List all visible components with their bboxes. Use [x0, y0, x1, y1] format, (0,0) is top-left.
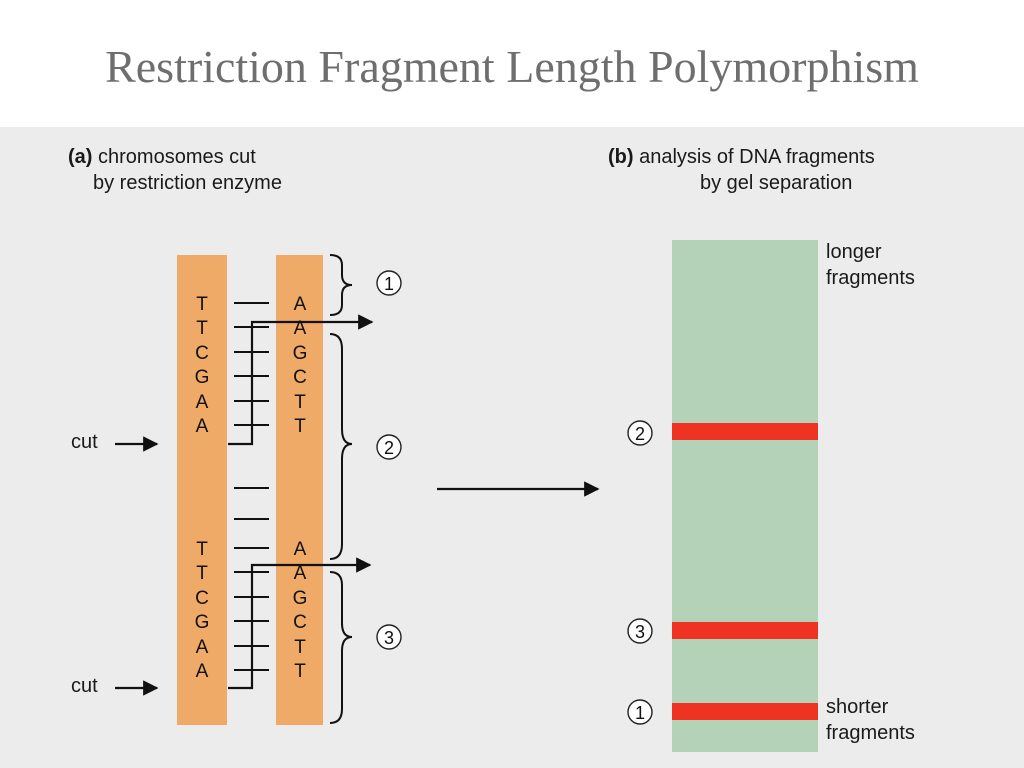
svg-text:3: 3 — [635, 622, 645, 642]
gel-band-1 — [672, 703, 818, 720]
fragment-brace-2 — [329, 333, 353, 560]
left-strand — [177, 255, 227, 725]
cut-path-1 — [228, 314, 374, 446]
left-base: T — [196, 294, 208, 315]
right-base: T — [294, 661, 306, 682]
cut-path-2 — [228, 557, 372, 690]
left-base: G — [195, 612, 210, 633]
fragment-label-3: 3 — [376, 624, 402, 650]
cut-label-2: cut — [71, 675, 98, 697]
right-base: G — [293, 588, 308, 609]
left-base: T — [196, 563, 208, 584]
right-base: A — [294, 563, 307, 584]
svg-text:1: 1 — [384, 274, 394, 294]
left-base: C — [195, 343, 209, 364]
gel-band-2 — [672, 423, 818, 440]
cut-label-1: cut — [71, 431, 98, 453]
svg-text:3: 3 — [384, 628, 394, 648]
right-base: T — [294, 416, 306, 437]
band-label-1: 1 — [627, 699, 653, 725]
longer-fragments-label: longer fragments — [826, 241, 915, 289]
fragment-label-1: 1 — [376, 270, 402, 296]
left-base: C — [195, 588, 209, 609]
panel-b-marker: (b) — [608, 146, 634, 168]
band-label-3: 3 — [627, 618, 653, 644]
panel-a-caption-line2: by restriction enzyme — [93, 172, 282, 194]
left-base: A — [196, 416, 209, 437]
panel-a-caption-line1: chromosomes cut — [98, 146, 256, 168]
right-strand — [276, 255, 323, 725]
right-base: T — [294, 392, 306, 413]
fragment-brace-1 — [329, 254, 353, 316]
fragment-brace-3 — [329, 571, 353, 724]
right-base: C — [293, 367, 307, 388]
left-base: A — [196, 661, 209, 682]
svg-text:2: 2 — [384, 438, 394, 458]
fragment-label-2: 2 — [376, 434, 402, 460]
panel-b-caption: (b) analysis of DNA fragments by gel sep… — [608, 144, 875, 196]
left-base: G — [195, 367, 210, 388]
left-base: A — [196, 637, 209, 658]
left-base: T — [196, 318, 208, 339]
band-label-2: 2 — [627, 420, 653, 446]
svg-text:1: 1 — [635, 703, 645, 723]
right-base: A — [294, 539, 307, 560]
slide-title: Restriction Fragment Length Polymorphism — [105, 41, 919, 92]
svg-text:2: 2 — [635, 424, 645, 444]
gel-lane — [672, 240, 818, 752]
panel-b-caption-line2: by gel separation — [700, 172, 853, 194]
panel-b-caption-line1: analysis of DNA fragments — [639, 146, 875, 168]
right-base: A — [294, 318, 307, 339]
shorter-fragments-label: shorter fragments — [826, 696, 915, 744]
left-base: T — [196, 539, 208, 560]
gel-band-3 — [672, 622, 818, 639]
right-base: T — [294, 637, 306, 658]
right-base: C — [293, 612, 307, 633]
right-base: G — [293, 343, 308, 364]
panel-a-caption: (a) chromosomes cut by restriction enzym… — [68, 144, 282, 196]
right-base: A — [294, 294, 307, 315]
left-base: A — [196, 392, 209, 413]
panel-a-marker: (a) — [68, 146, 93, 168]
